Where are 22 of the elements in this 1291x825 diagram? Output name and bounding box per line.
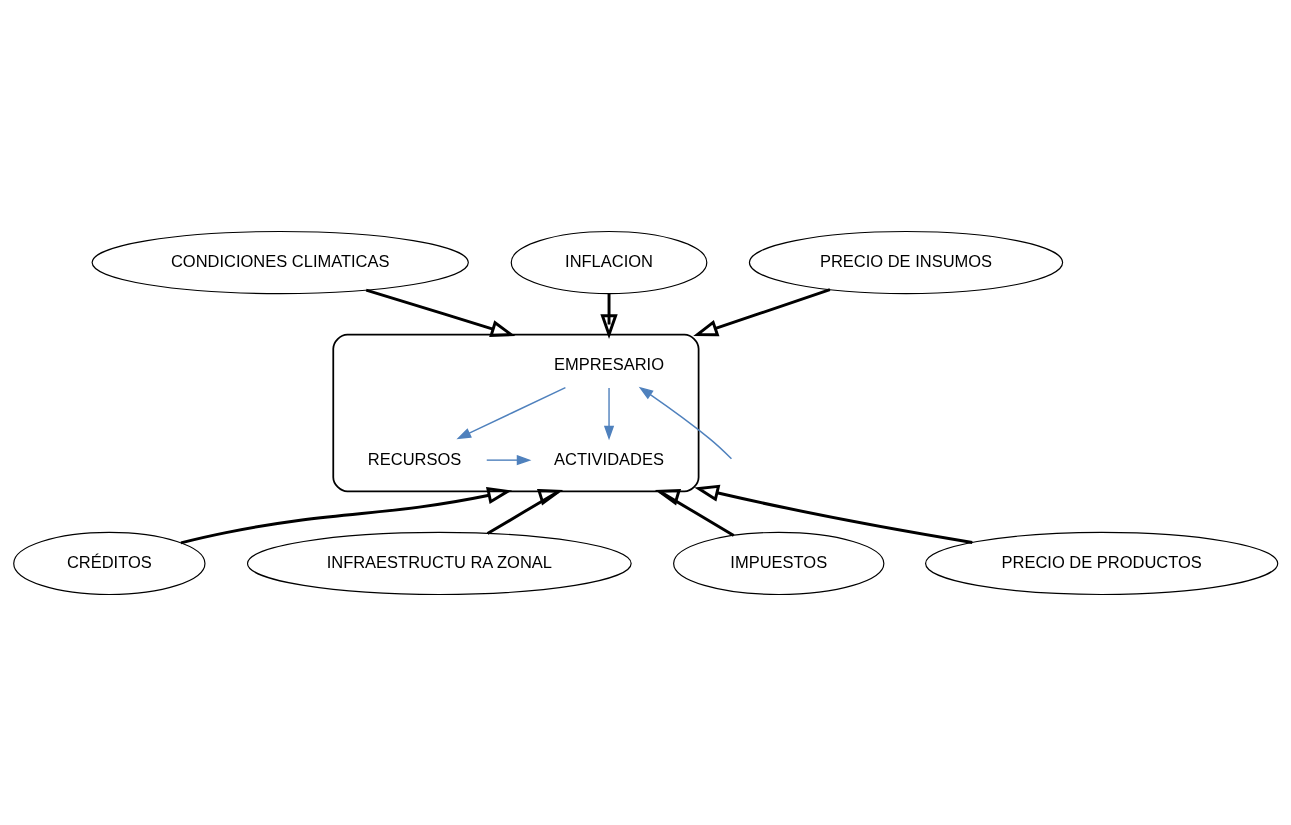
arrow xyxy=(486,488,564,535)
arrow xyxy=(486,454,532,465)
node-ellipse: PRECIO DE PRODUCTOS xyxy=(925,531,1279,595)
node-text: EMPRESARIO xyxy=(554,354,664,373)
arrow xyxy=(365,288,516,337)
node-text: RECURSOS xyxy=(367,449,462,467)
node-ellipse: CONDICIONES CLIMATICAS xyxy=(91,230,469,294)
arrow xyxy=(693,287,831,336)
node-ellipse: INFRAESTRUCTU RA ZONAL xyxy=(246,531,632,595)
node-ellipse: PRECIO DE INSUMOS xyxy=(748,230,1064,294)
arrow xyxy=(654,488,735,537)
node-ellipse: IMPUESTOS xyxy=(673,531,885,595)
arrow xyxy=(603,386,615,440)
cluster xyxy=(332,333,700,492)
node-text: ACTIVIDADES xyxy=(554,449,664,467)
node-ellipse: CRÉDITOS xyxy=(13,531,206,595)
arrow xyxy=(180,486,513,544)
arrow xyxy=(694,484,973,544)
arrow xyxy=(600,292,618,339)
arrow xyxy=(638,386,733,460)
node-ellipse: INFLACION xyxy=(510,230,708,294)
arrow xyxy=(456,386,567,439)
